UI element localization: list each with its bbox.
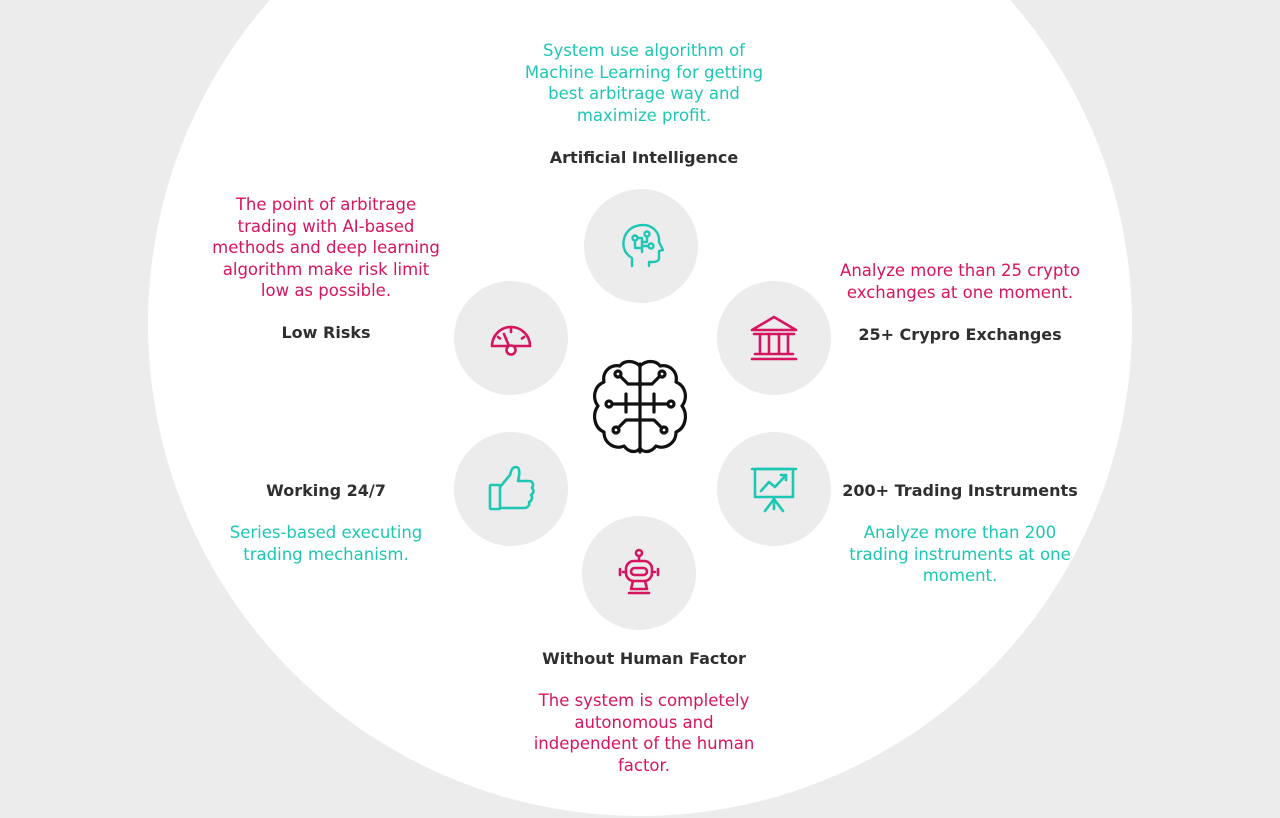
human-title: Without Human Factor <box>542 649 746 668</box>
ai-desc-line: Machine Learning for getting <box>524 62 764 82</box>
ai-desc-line: best arbitrage way and <box>548 84 740 103</box>
human-description: The system is completely autonomous and … <box>494 690 794 776</box>
low-risks-desc-line: The point of arbitrage <box>235 195 417 214</box>
instruments-description: Analyze more than 200 trading instrument… <box>810 522 1110 587</box>
ai-description: System use algorithm of Machine Learning… <box>494 40 794 126</box>
exchanges-desc-line: Analyze more than 25 crypto <box>840 261 1080 280</box>
low-risks-description: The point of arbitrage trading with AI-b… <box>176 194 476 302</box>
bank-icon <box>750 315 798 361</box>
working-desc-line: trading mechanism. <box>243 544 409 564</box>
low-risks-title: Low Risks <box>281 323 371 342</box>
thumbs-up-icon <box>488 465 535 511</box>
exchanges-node <box>717 281 831 395</box>
low-risks-desc-line: low as possible. <box>260 281 392 300</box>
head-circuit-icon <box>622 223 665 268</box>
low-risks-desc-line: trading with AI-based <box>237 216 415 236</box>
working-desc-line: Series-based executing <box>229 523 423 542</box>
presentation-chart-icon <box>750 467 798 513</box>
working-title: Working 24/7 <box>266 481 386 500</box>
human-desc-line: The system is completely <box>538 691 750 710</box>
low-risks-desc-line: algorithm make risk limit <box>222 259 430 279</box>
low-risks-desc-line: methods and deep learning <box>212 238 440 257</box>
human-desc-line: autonomous and <box>574 712 714 732</box>
ai-node <box>584 189 698 303</box>
instruments-desc-line: Analyze more than 200 <box>863 523 1057 542</box>
working-description: Series-based executing trading mechanism… <box>176 522 476 565</box>
gauge-icon <box>490 325 532 356</box>
ai-desc-line: maximize profit. <box>576 105 712 125</box>
human-desc-line: independent of the human <box>533 734 755 753</box>
low-risks-node <box>454 281 568 395</box>
working-node <box>454 432 568 546</box>
human-node <box>582 516 696 630</box>
instruments-desc-line: trading instruments at one <box>849 544 1071 564</box>
brain-circuit-icon <box>593 359 687 454</box>
exchanges-desc-line: exchanges at one moment. <box>846 282 1074 302</box>
robot-icon <box>618 548 660 595</box>
instruments-node <box>717 432 831 546</box>
human-desc-line: factor. <box>617 755 671 775</box>
exchanges-title: 25+ Crypro Exchanges <box>858 325 1062 344</box>
ai-desc-line: System use algorithm of <box>542 41 745 60</box>
exchanges-description: Analyze more than 25 crypto exchanges at… <box>805 260 1115 303</box>
instruments-desc-line: moment. <box>922 566 998 585</box>
instruments-title: 200+ Trading Instruments <box>842 481 1078 500</box>
ai-title: Artificial Intelligence <box>549 148 739 167</box>
